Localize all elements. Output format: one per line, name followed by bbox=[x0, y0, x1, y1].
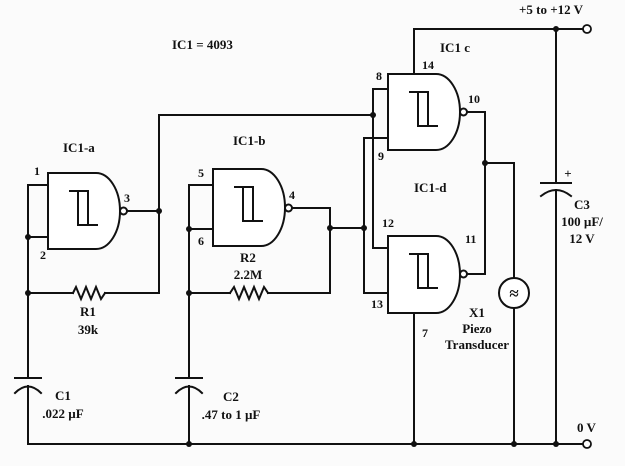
vcc-terminal bbox=[582, 24, 592, 34]
pin-label: 13 bbox=[371, 297, 383, 311]
gate-b-label: IC1-b bbox=[233, 133, 266, 148]
pin-label: 8 bbox=[376, 69, 382, 83]
schmitt-trigger-icon bbox=[69, 190, 98, 226]
c3-value-line2: 12 V bbox=[569, 231, 595, 246]
gate-a-label: IC1-a bbox=[63, 140, 95, 155]
gate-c-label: IC1 c bbox=[440, 40, 470, 55]
pin-label: 12 bbox=[382, 216, 394, 230]
r2-value: 2.2M bbox=[234, 267, 263, 282]
c3-value-line1: 100 µF/ bbox=[561, 214, 603, 229]
inverter-bubble bbox=[459, 269, 468, 279]
gate-d-label: IC1-d bbox=[414, 180, 447, 195]
ground-terminal bbox=[582, 439, 592, 449]
c1-value: .022 µF bbox=[42, 406, 83, 421]
pin-label: 2 bbox=[40, 248, 46, 262]
x1-line2: Transducer bbox=[445, 337, 509, 352]
piezo-transducer-icon: ≈ bbox=[498, 277, 530, 309]
gate-ic1-b bbox=[212, 168, 293, 247]
pin-label: 1 bbox=[34, 164, 40, 178]
c3-name: C3 bbox=[574, 197, 590, 212]
capacitor-c2-icon bbox=[174, 377, 204, 395]
gate-ic1-d bbox=[387, 235, 468, 314]
schmitt-trigger-icon bbox=[409, 253, 438, 289]
r1-name: R1 bbox=[80, 304, 96, 319]
c2-name: C2 bbox=[223, 389, 239, 404]
pin-label: 6 bbox=[198, 234, 204, 248]
schmitt-trigger-icon bbox=[409, 91, 438, 127]
x1-name: X1 bbox=[469, 305, 485, 320]
supply-ground-label: 0 V bbox=[577, 420, 597, 435]
resistor-r1-icon bbox=[71, 284, 107, 302]
gate-ic1-c bbox=[387, 73, 468, 151]
pin-label: 9 bbox=[378, 149, 384, 163]
gate-ic1-a bbox=[47, 172, 128, 250]
svg-text:≈: ≈ bbox=[509, 284, 518, 303]
pin-label: 14 bbox=[422, 58, 434, 72]
supply-positive-label: +5 to +12 V bbox=[519, 2, 584, 17]
wires bbox=[27, 28, 588, 445]
capacitor-c1-icon bbox=[13, 377, 43, 395]
pin-label: 7 bbox=[422, 326, 428, 340]
r1-value: 39k bbox=[78, 322, 99, 337]
pin-label: 5 bbox=[198, 166, 204, 180]
junction-dots bbox=[25, 26, 559, 447]
c3-polarity: + bbox=[564, 166, 571, 181]
inverter-bubble bbox=[119, 206, 128, 216]
pin-label: 3 bbox=[124, 191, 130, 205]
resistor-r2-icon bbox=[228, 284, 270, 302]
r2-name: R2 bbox=[240, 250, 256, 265]
c2-value: .47 to 1 µF bbox=[202, 407, 261, 422]
pin-label: 10 bbox=[468, 92, 480, 106]
inverter-bubble bbox=[284, 203, 293, 213]
x1-line1: Piezo bbox=[462, 321, 492, 336]
pin-label: 4 bbox=[289, 188, 295, 202]
ic-title: IC1 = 4093 bbox=[172, 37, 233, 52]
inverter-bubble bbox=[459, 107, 468, 117]
capacitor-c3-icon bbox=[539, 182, 573, 198]
pin-label: 11 bbox=[465, 232, 476, 246]
c1-name: C1 bbox=[55, 388, 71, 403]
schmitt-trigger-icon bbox=[234, 186, 263, 222]
